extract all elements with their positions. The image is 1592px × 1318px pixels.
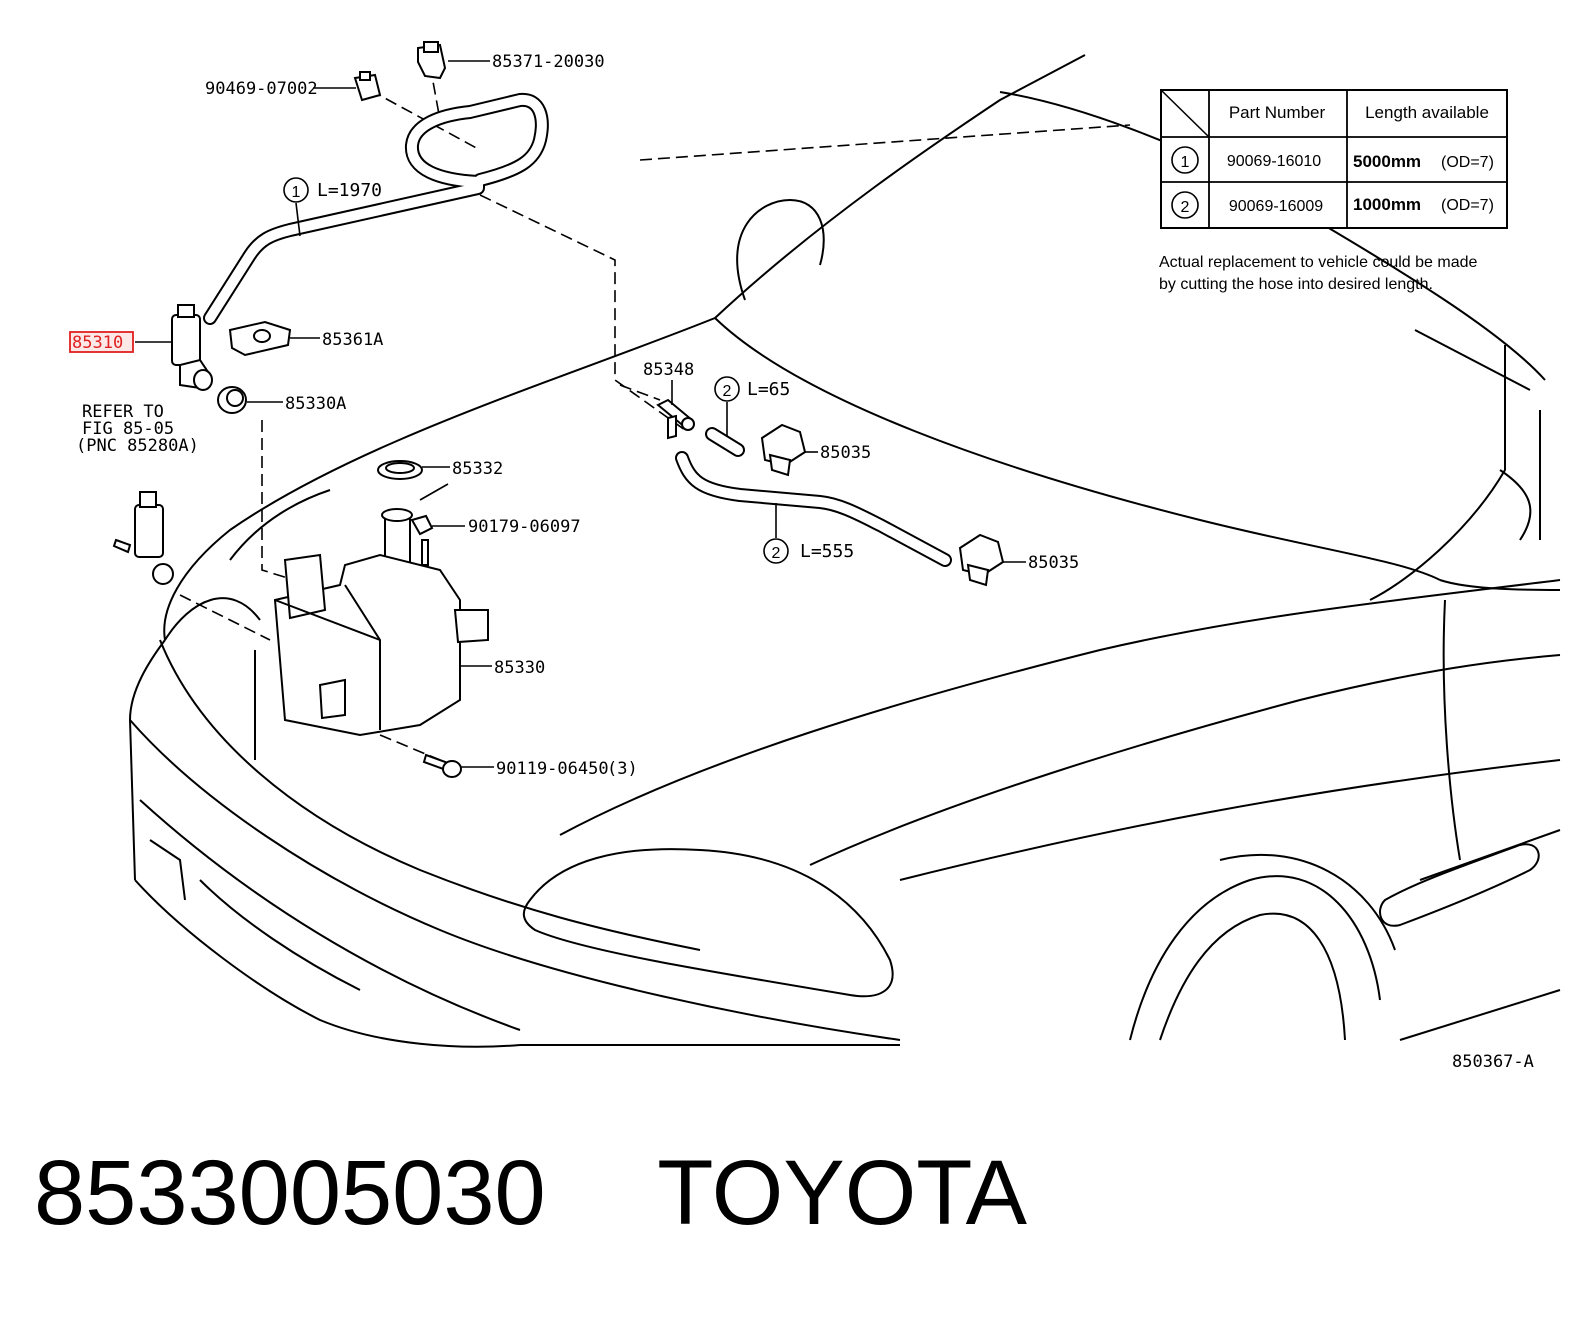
part-labels: 85371-20030 90469-07002 85310 85361A 853… — [69, 52, 1534, 1072]
label-85330[interactable]: 85330 — [494, 658, 545, 678]
refer-line-2: FIG 85-05 — [82, 419, 174, 439]
hose-1 — [203, 92, 549, 325]
label-85332[interactable]: 85332 — [452, 459, 503, 479]
footer-part-number: 8533005030 — [34, 1142, 546, 1244]
label-90119[interactable]: 90119-06450 — [496, 759, 609, 779]
car-outline — [128, 54, 1561, 1048]
tank-cap-icon — [377, 460, 423, 480]
washer-pump-icon — [171, 304, 213, 391]
table-note-line-2: by cutting the hose into desired length. — [1159, 276, 1433, 293]
bracket-85361a-icon — [228, 320, 292, 357]
label-85310[interactable]: 85310 — [72, 333, 123, 353]
label-85035-upper[interactable]: 85035 — [820, 443, 871, 463]
hose-callouts: 1 2 2 — [283, 177, 789, 564]
bolt-icon — [422, 753, 462, 778]
label-85348[interactable]: 85348 — [643, 360, 694, 380]
clip-85371-icon — [417, 41, 447, 80]
label-85361a[interactable]: 85361A — [322, 330, 383, 350]
highlight-85310 — [69, 331, 134, 353]
table-note-line-1: Actual replacement to vehicle could be m… — [1159, 254, 1478, 271]
hose-2-long — [675, 451, 952, 567]
hose-1-number: 1 — [292, 184, 301, 201]
table-row-1-length: 5000mm — [1353, 152, 1421, 171]
label-90469[interactable]: 90469-07002 — [205, 79, 318, 99]
figure-id: 850367-A — [1452, 1052, 1534, 1072]
footer-brand: TOYOTA — [657, 1142, 1027, 1244]
leader-lines — [135, 60, 1026, 768]
label-90119-qty: (3) — [607, 759, 638, 779]
hose-2a-length: L=65 — [747, 379, 790, 400]
table-row-2-num: 2 — [1181, 199, 1190, 216]
hose-table: Part Number Length available 1 90069-160… — [1159, 89, 1508, 293]
label-85330a[interactable]: 85330A — [285, 394, 346, 414]
footer-title: 8533005030 TOYOTA — [34, 1138, 1027, 1248]
table-row-2-part: 90069-16009 — [1229, 198, 1323, 215]
hose-2b-length: L=555 — [800, 541, 854, 562]
table-row-2-od: (OD=7) — [1441, 197, 1494, 214]
grommet-icon — [217, 386, 247, 414]
refer-line-3: (PNC 85280A) — [76, 436, 199, 456]
hose-joint-icon — [656, 398, 695, 440]
hose-2-short — [705, 427, 745, 457]
clip-90469-icon — [353, 71, 382, 102]
hose-2a-number: 2 — [723, 383, 732, 400]
label-90179[interactable]: 90179-06097 — [468, 517, 581, 537]
nut-icon — [410, 514, 434, 566]
table-header-length: Length available — [1365, 103, 1489, 122]
table-header-part: Part Number — [1229, 103, 1326, 122]
table-row-1-part: 90069-16010 — [1227, 153, 1321, 170]
washer-nozzle-upper-icon — [760, 423, 807, 477]
hose-1-length: L=1970 — [317, 180, 382, 201]
refer-line-1: REFER TO — [82, 402, 164, 422]
washer-nozzle-lower-icon — [958, 533, 1005, 587]
table-row-2-length: 1000mm — [1353, 195, 1421, 214]
table-row-1-od: (OD=7) — [1441, 154, 1494, 171]
table-row-1-num: 1 — [1181, 154, 1190, 171]
label-85035-lower[interactable]: 85035 — [1028, 553, 1079, 573]
label-85371[interactable]: 85371-20030 — [492, 52, 605, 72]
washer-tank-icon — [273, 508, 489, 737]
reference-pump-icon — [112, 491, 174, 585]
hose-2b-number: 2 — [772, 545, 781, 562]
